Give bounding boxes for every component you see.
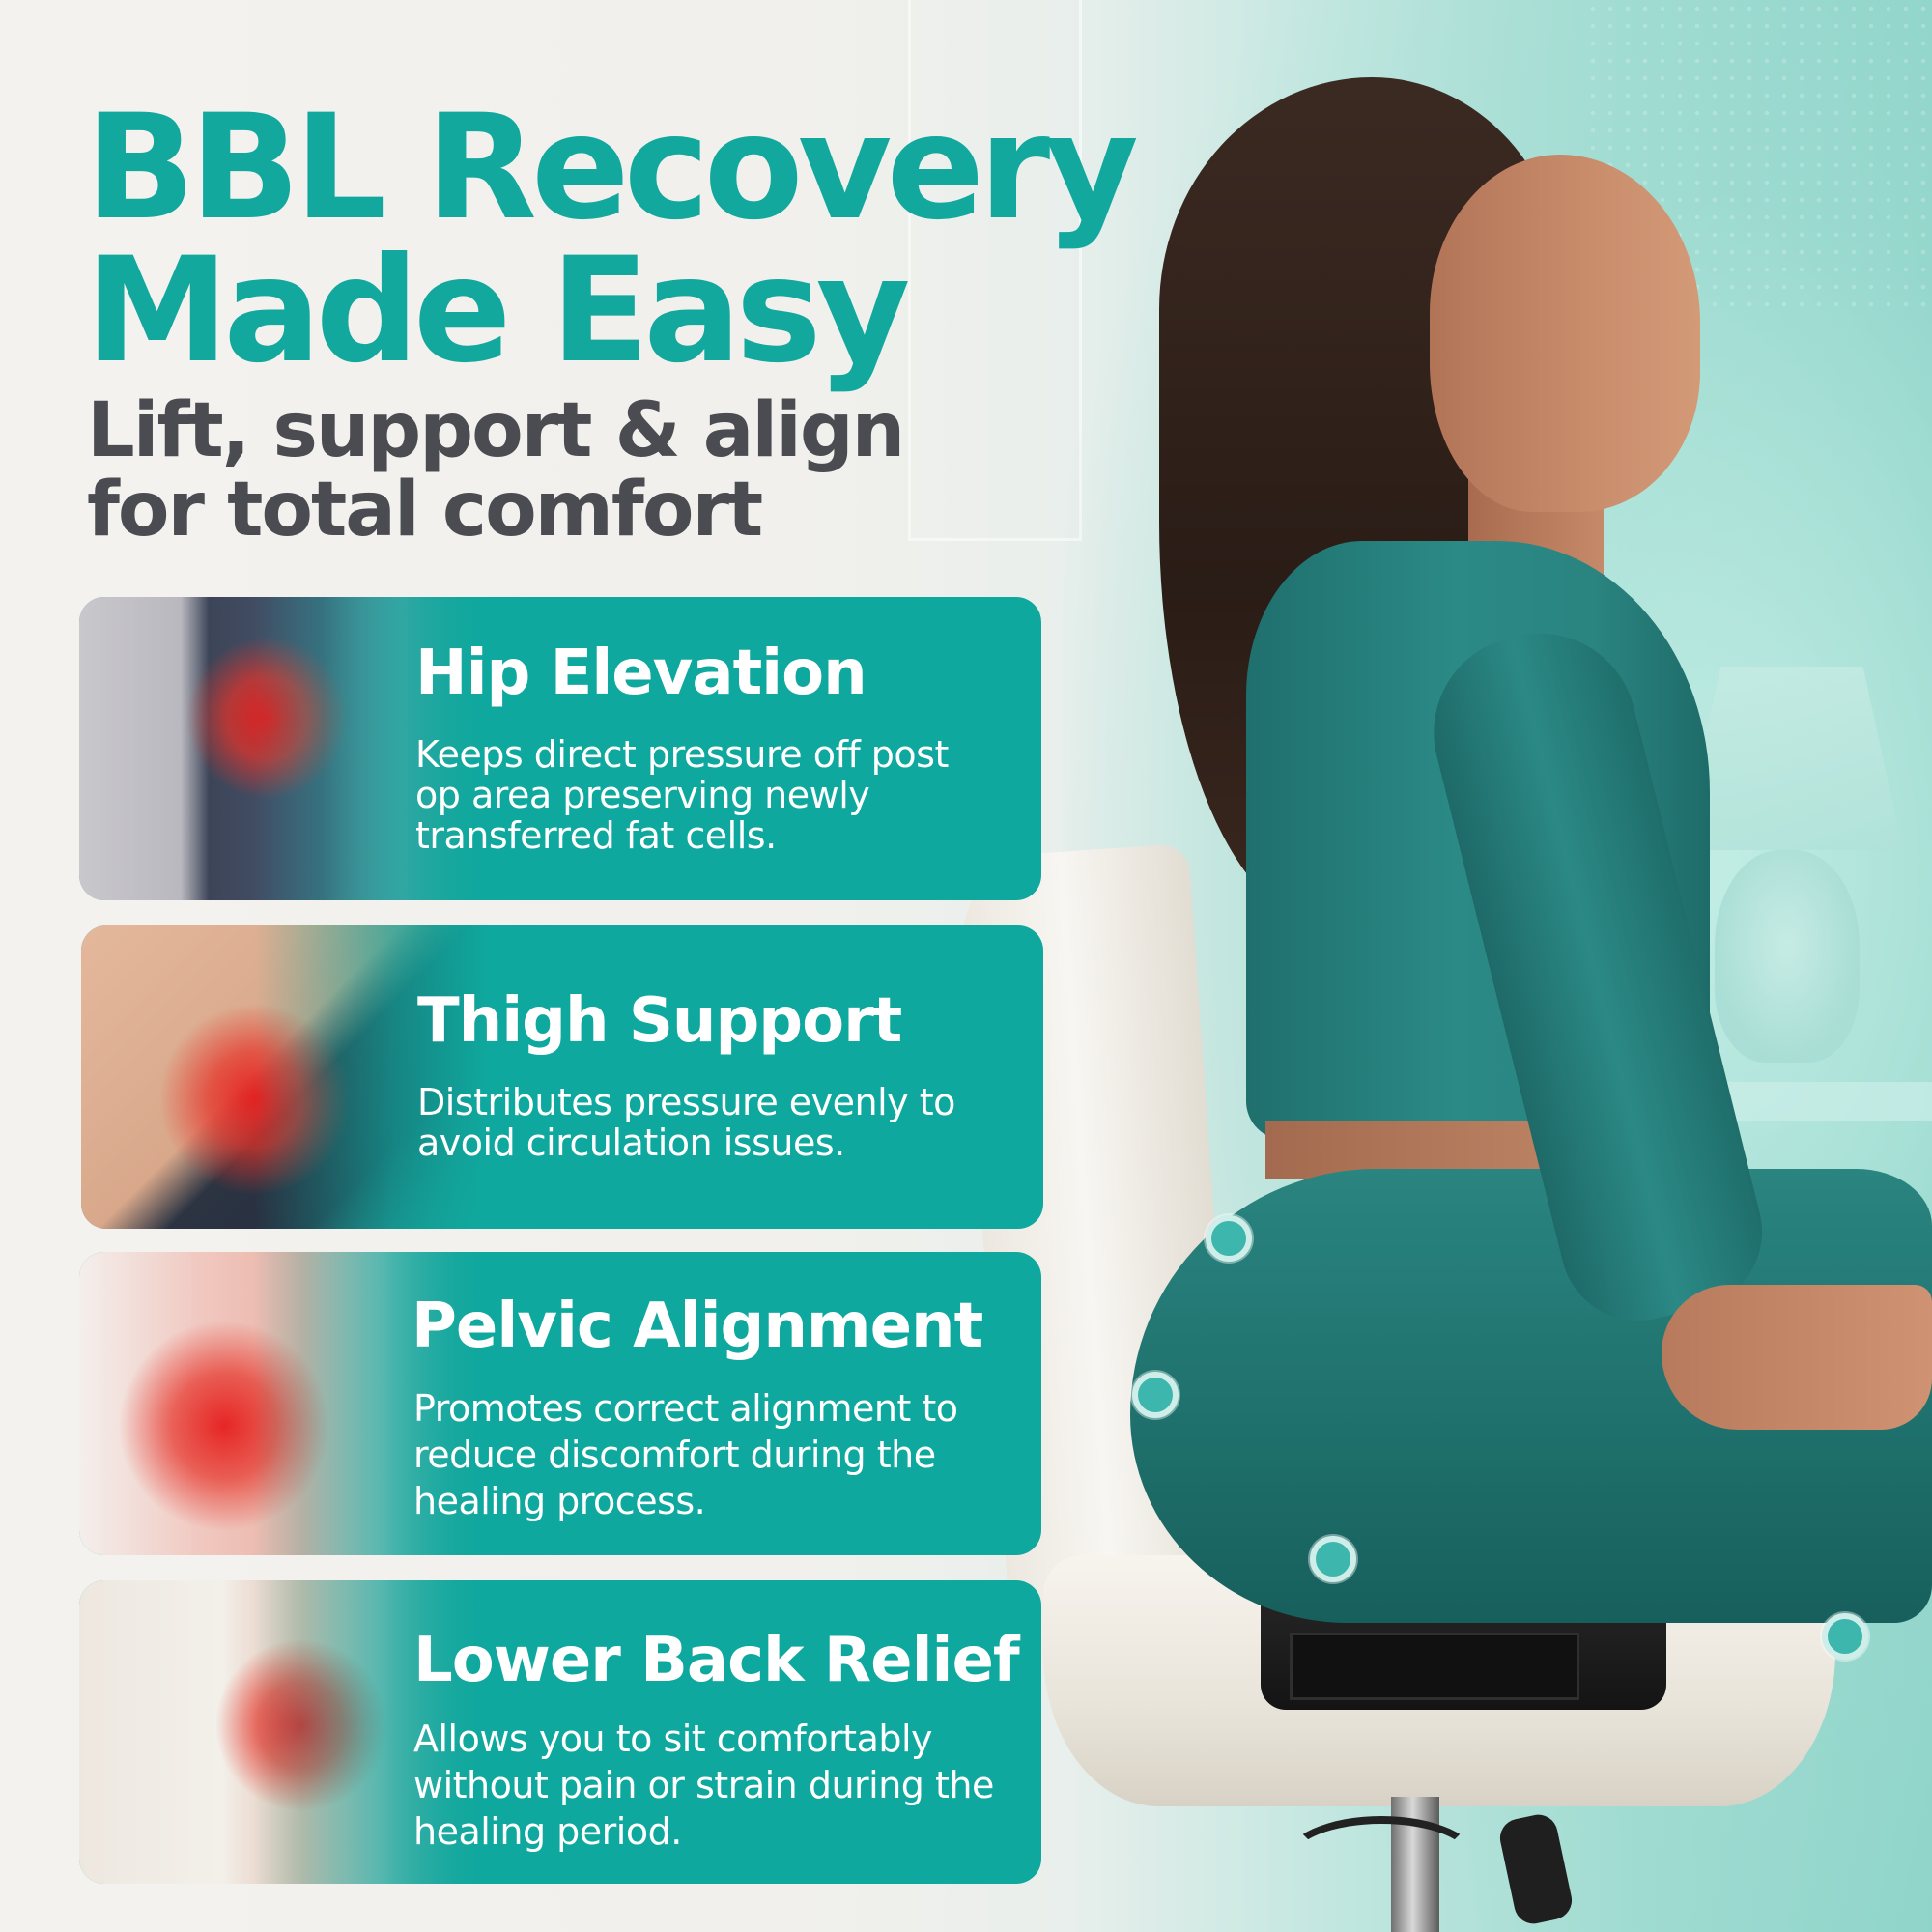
hip-photo <box>79 597 485 900</box>
feature-title: Pelvic Alignment <box>412 1291 983 1362</box>
lamp-shade <box>1681 667 1903 850</box>
pain-highlight-icon <box>214 1638 388 1812</box>
cable <box>1285 1816 1478 1903</box>
feature-card-lower-back-relief: Lower Back Relief Allows you to sit comf… <box>79 1580 1041 1884</box>
subheadline-line-1: Lift, support & align <box>87 387 905 474</box>
feature-description: Allows you to sit comfortably without pa… <box>413 1718 994 1853</box>
feature-description: Distributes pressure evenly to avoid cir… <box>417 1081 955 1164</box>
feature-title: Hip Elevation <box>415 638 867 709</box>
support-marker <box>1132 1372 1179 1418</box>
lower-back-photo <box>79 1580 485 1884</box>
support-marker <box>1310 1536 1356 1582</box>
hand <box>1662 1285 1932 1430</box>
cushion-panel <box>1290 1633 1579 1700</box>
thigh-photo <box>81 925 487 1229</box>
feature-title: Lower Back Relief <box>413 1625 1020 1696</box>
pelvis-photo <box>79 1252 485 1555</box>
pain-highlight-icon <box>158 1003 352 1196</box>
subheadline: Lift, support & align for total comfort <box>87 391 956 550</box>
feature-card-hip-elevation: Hip Elevation Keeps direct pressure off … <box>79 597 1041 900</box>
subheadline-line-2: for total comfort <box>87 467 763 554</box>
face <box>1430 155 1700 512</box>
headline: BBL Recovery Made Easy <box>85 84 1244 395</box>
feature-description: Keeps direct pressure off post op area p… <box>415 733 949 857</box>
feature-card-thigh-support: Thigh Support Distributes pressure evenl… <box>81 925 1043 1229</box>
pain-highlight-icon <box>185 636 350 800</box>
headline-line-1: BBL Recovery <box>85 84 1139 252</box>
support-marker <box>1822 1613 1868 1660</box>
pain-highlight-icon <box>118 1320 330 1532</box>
feature-description: Promotes correct alignment to reduce dis… <box>413 1387 958 1522</box>
feature-title: Thigh Support <box>417 985 902 1057</box>
lamp-base <box>1715 850 1860 1063</box>
window-frame <box>908 0 1082 541</box>
feature-card-pelvic-alignment: Pelvic Alignment Promotes correct alignm… <box>79 1252 1041 1555</box>
support-marker <box>1206 1215 1252 1262</box>
headline-line-2: Made Easy <box>85 227 911 395</box>
